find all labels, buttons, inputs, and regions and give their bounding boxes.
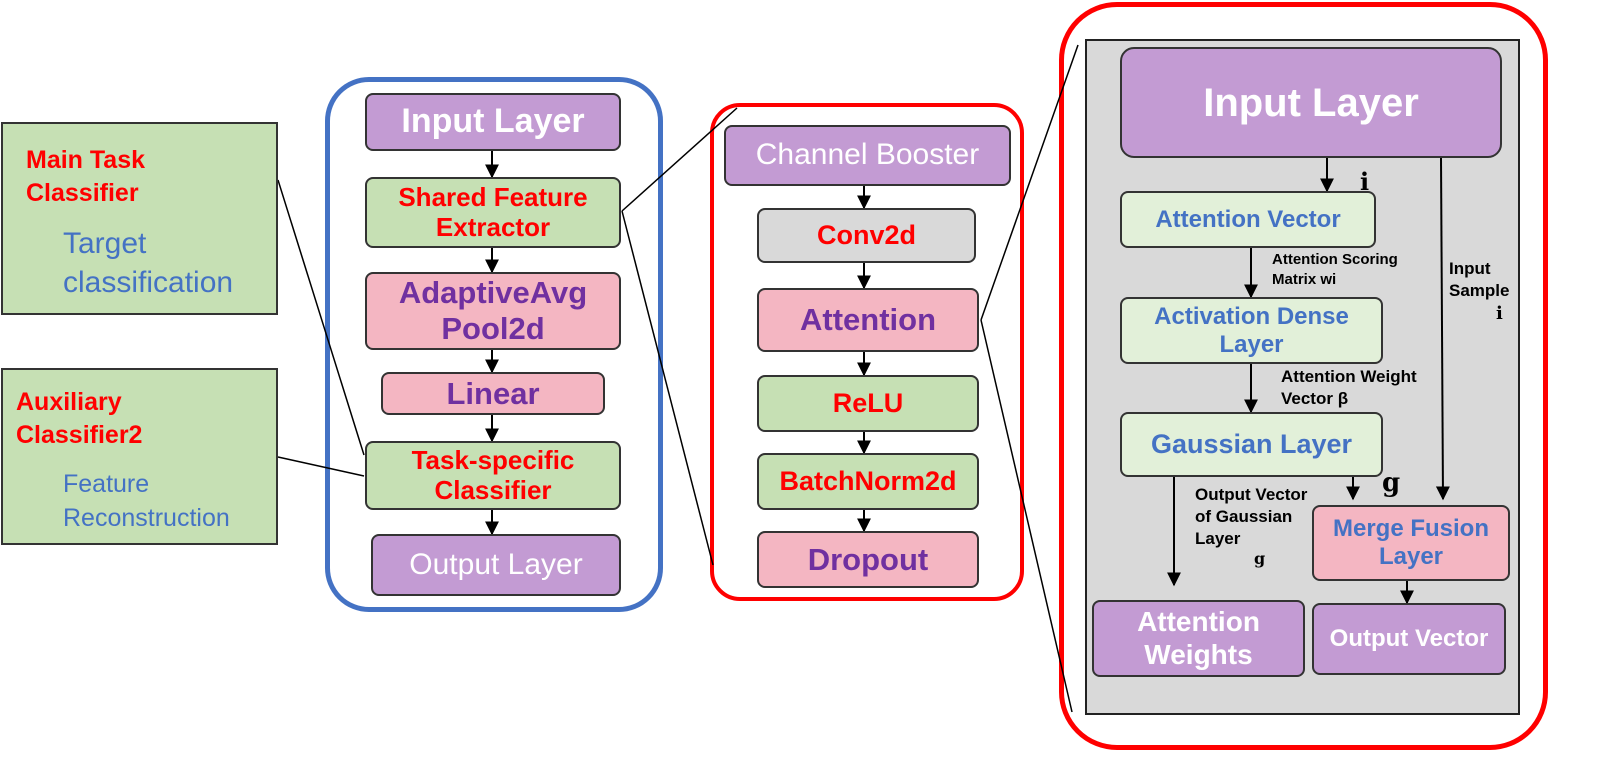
conv2d-layer: Conv2d [757, 208, 976, 263]
shared-feature-extractor: Shared Feature Extractor [365, 177, 621, 248]
red-frame-right [1059, 2, 1548, 750]
blue-output-layer: Output Layer [371, 534, 621, 596]
symbol-i-top: i [1360, 167, 1370, 196]
dropout-layer: Dropout [757, 531, 979, 588]
auxiliary-classifier-panel: Auxiliary Classifier2 Feature Reconstruc… [1, 368, 278, 545]
symbol-g-small: g [1254, 549, 1266, 568]
blue-frame [325, 77, 663, 612]
task-specific-classifier: Task-specific Classifier [365, 441, 621, 510]
aux-title: Auxiliary Classifier2 [16, 388, 143, 449]
detail-input-layer: Input Layer [1120, 47, 1502, 158]
symbol-i-side: i [1496, 303, 1503, 324]
red-frame-middle [710, 103, 1024, 601]
gaussian-layer: Gaussian Layer [1120, 412, 1383, 477]
gaussian-output-label: Output Vector of Gaussian Layer [1195, 485, 1308, 549]
aux-subtitle: Feature Reconstruction [63, 470, 230, 532]
output-vector: Output Vector [1312, 603, 1506, 675]
symbol-g-big: g [1382, 468, 1401, 498]
attention-vector: Attention Vector [1120, 191, 1376, 248]
merge-fusion-layer: Merge Fusion Layer [1312, 505, 1510, 581]
channel-booster: Channel Booster [724, 125, 1011, 186]
activation-dense-layer: Activation Dense Layer [1120, 297, 1383, 364]
attention-layer: Attention [757, 288, 979, 352]
relu-layer: ReLU [757, 375, 979, 432]
attention-weight-label: Attention Weight Vector β [1281, 367, 1417, 409]
linear-layer: Linear [381, 372, 605, 415]
attention-weights: Attention Weights [1092, 600, 1305, 677]
main-task-title: Main Task Classifier [26, 146, 146, 207]
attention-scoring-label: Attention Scoring Matrix wi [1272, 251, 1398, 288]
adaptive-avg-pool: AdaptiveAvg Pool2d [365, 272, 621, 350]
blue-input-layer: Input Layer [365, 93, 621, 151]
batchnorm2d-layer: BatchNorm2d [757, 453, 979, 510]
input-sample-label: Input Sample [1449, 259, 1510, 301]
main-task-subtitle: Target classification [63, 227, 234, 299]
main-task-classifier-panel: Main Task Classifier Target classificati… [1, 122, 278, 315]
